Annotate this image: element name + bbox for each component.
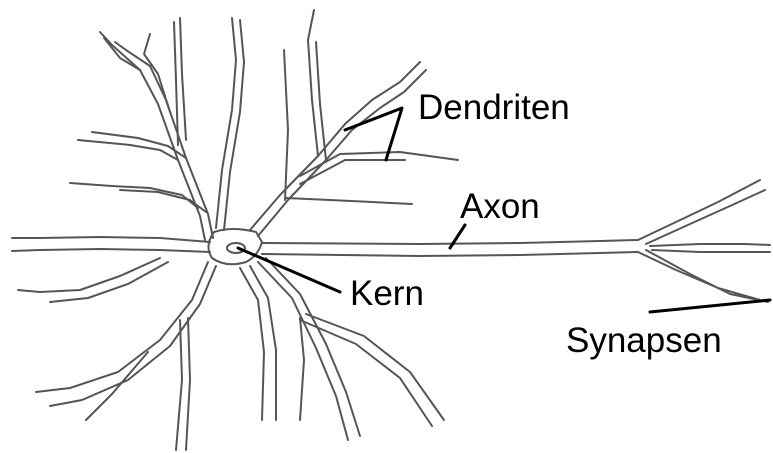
axon-terminals [638, 180, 770, 302]
label-dendrites: Dendriten [418, 88, 570, 127]
dendrite-left [12, 237, 210, 302]
labels: Dendriten Axon Kern Synapsen [350, 88, 722, 360]
label-axon: Axon [460, 187, 540, 226]
label-synapses: Synapsen [566, 321, 722, 360]
leader-synapses [650, 300, 770, 312]
dendrite-bottom [240, 266, 276, 420]
nucleus [227, 243, 245, 253]
cell-body [208, 229, 262, 264]
label-nucleus: Kern [350, 274, 424, 313]
dendrite-upper-left [70, 18, 213, 240]
